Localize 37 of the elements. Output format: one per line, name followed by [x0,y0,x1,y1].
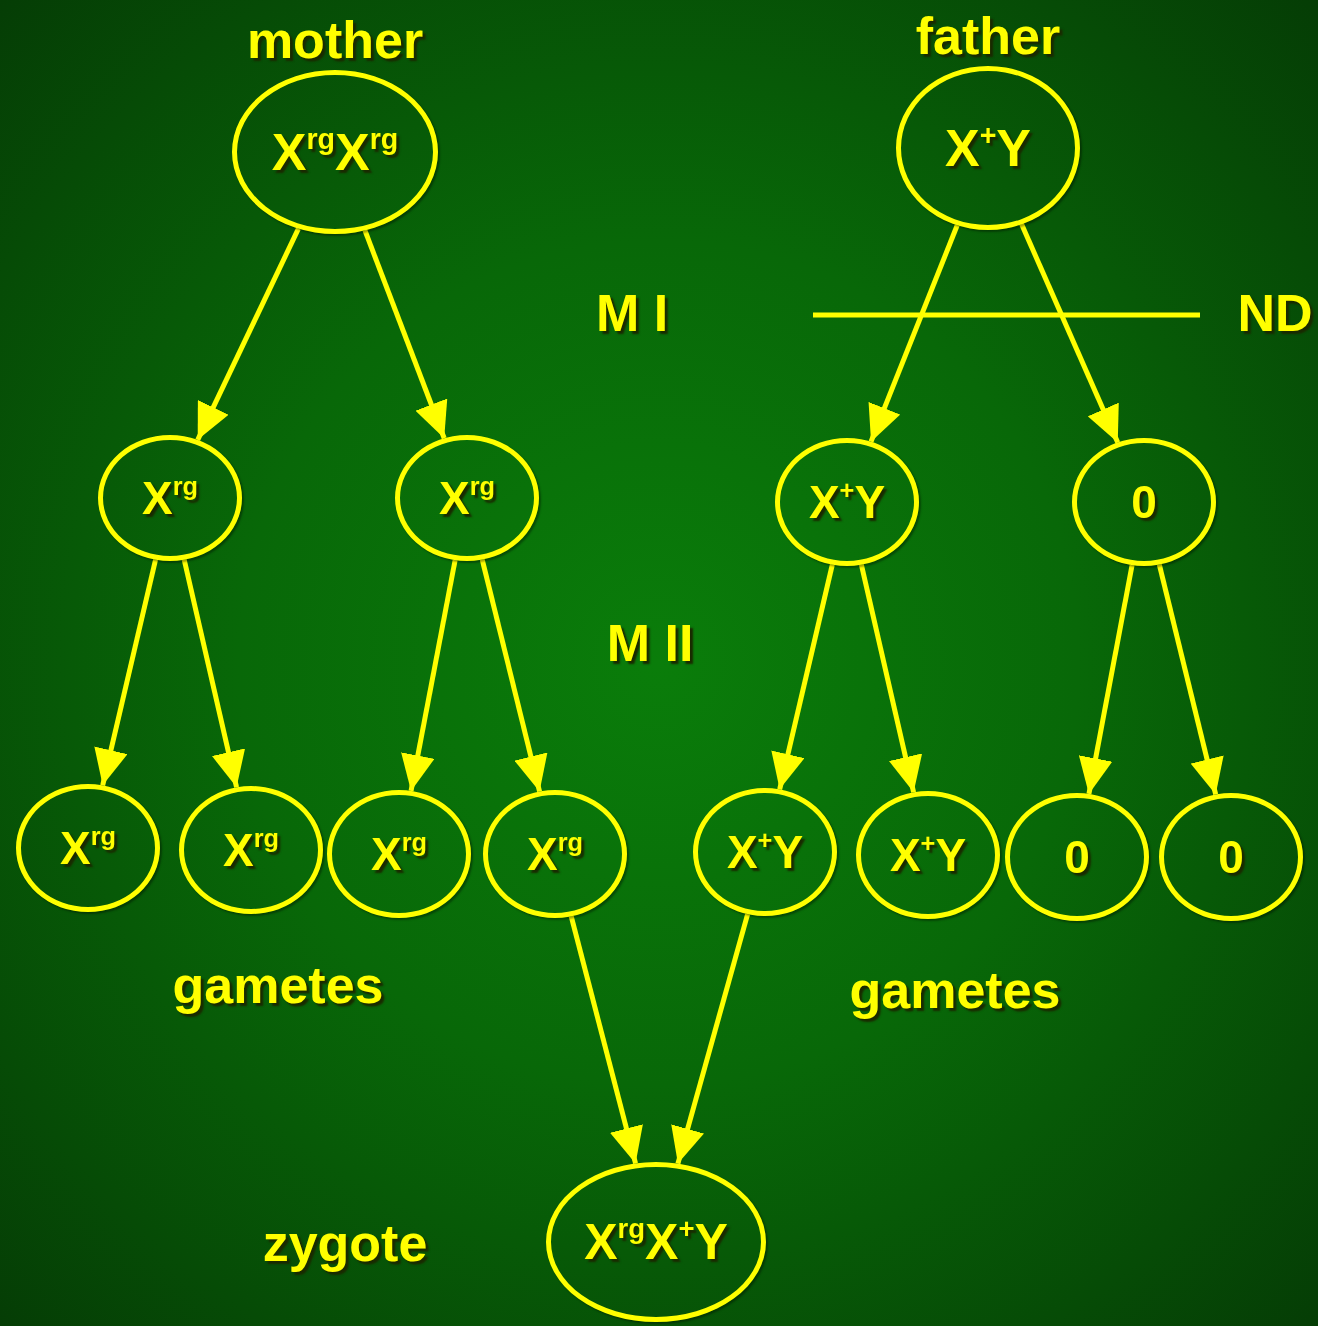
stage-label: M I [595,283,669,343]
arrow [195,227,301,441]
arrow [362,229,448,440]
arrow [1019,223,1121,444]
genotype-label: 0 [1131,475,1157,529]
stage-label: M II [606,613,694,673]
genotype-label: X$^{+}$Y [726,825,804,879]
parent-heading: mother [246,10,424,70]
arrow [94,559,158,786]
stage-label: gametes [849,960,1061,1020]
arrow [479,558,548,793]
arrow [1078,564,1135,795]
genotype-label: X$^{rg}$ [142,471,198,525]
genotype-label: 0 [1218,830,1244,884]
genotype-label: X$^{rg}$X$^{rg}$ [271,122,399,182]
arrow [868,224,960,443]
stage-label: gametes [172,955,384,1015]
arrow [771,564,835,790]
arrow [1156,563,1224,796]
arrow [671,913,751,1165]
genotype-label: 0 [1064,830,1090,884]
stage-label: zygote [262,1213,428,1273]
genotype-label: X$^{rg}$ [60,821,116,875]
genotype-label: X$^{rg}$ [439,471,495,525]
genotype-label: X$^{+}$Y [808,475,886,529]
parent-heading: father [915,6,1061,66]
genotype-label: X$^{rg}$ [371,827,427,881]
genotype-label: X$^{+}$Y [944,118,1032,178]
genotype-label: X$^{rg}$ [527,827,583,881]
arrow [858,564,923,793]
genotype-label: X$^{+}$Y [889,828,967,882]
arrow [568,915,643,1165]
genotype-label: X$^{rg}$ [223,823,279,877]
arrow [401,559,458,792]
genotype-label: X$^{rg}$X$^{+}$Y [584,1213,728,1271]
arrow [181,559,246,788]
stage-label: ND [1237,283,1313,343]
